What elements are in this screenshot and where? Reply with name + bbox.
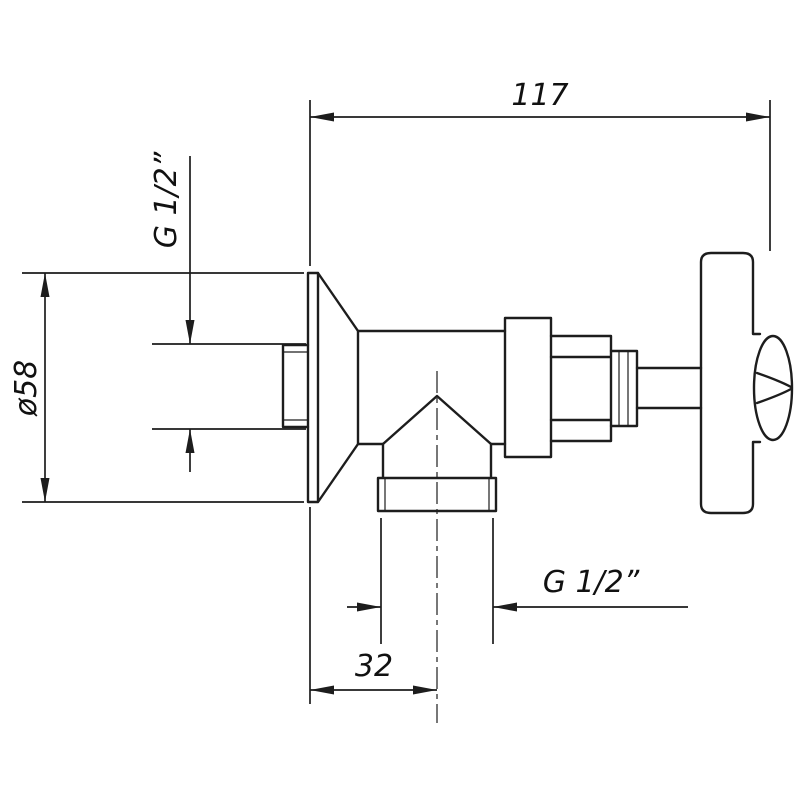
dim-58-arrow-top [40, 273, 50, 297]
inlet-thread-outline [281, 343, 310, 429]
bonnet-nut [549, 334, 613, 443]
dim-outlet-arrow-right [357, 602, 381, 612]
outlet-body [376, 442, 498, 513]
cross-handle [699, 251, 762, 515]
dim-32-arrow-left [310, 685, 334, 695]
flange-outline [306, 271, 360, 504]
dim-outlet-label: G 1/2” [543, 565, 640, 600]
dim-inlet-thread: G 1/2” [149, 151, 306, 472]
collar-ring [503, 316, 553, 459]
dim-outlet-offset: 32 [309, 507, 437, 704]
lock-nut [609, 349, 639, 428]
valve-stem [635, 366, 703, 410]
dim-outlet-arrow-left [493, 602, 517, 612]
dim-58-label: ø58 [9, 360, 44, 418]
dim-58-arrow-bottom [40, 478, 50, 502]
dim-117-extension-lines [309, 100, 771, 266]
dim-outlet-thread: G 1/2” [347, 518, 688, 644]
valve-outline [281, 251, 794, 723]
dim-outlet-extension-lines [380, 518, 494, 644]
dim-inlet-arrow-up [185, 429, 195, 453]
handle-front-arm [752, 334, 794, 442]
valve-body [356, 329, 507, 446]
dim-flange-diameter: ø58 [9, 272, 304, 503]
dim-117-arrow-left [310, 112, 334, 122]
dim-inlet-label: G 1/2” [149, 151, 184, 248]
dim-inlet-arrow-down [185, 320, 195, 344]
dim-117-arrow-right [746, 112, 770, 122]
handle-arm-profile [755, 371, 793, 405]
dim-inlet-extension-lines [152, 343, 306, 430]
dim-32-label: 32 [355, 649, 393, 684]
dim-overall-width: 117 [309, 78, 771, 266]
dim-32-arrow-right [413, 685, 437, 695]
inlet-thread-lines [283, 351, 308, 421]
lock-nut-lines [618, 351, 629, 426]
outlet-thread-lines [384, 478, 490, 511]
dim-58-extension-lines [22, 272, 304, 503]
dim-117-label: 117 [511, 78, 568, 113]
outlet-cone [381, 394, 493, 446]
